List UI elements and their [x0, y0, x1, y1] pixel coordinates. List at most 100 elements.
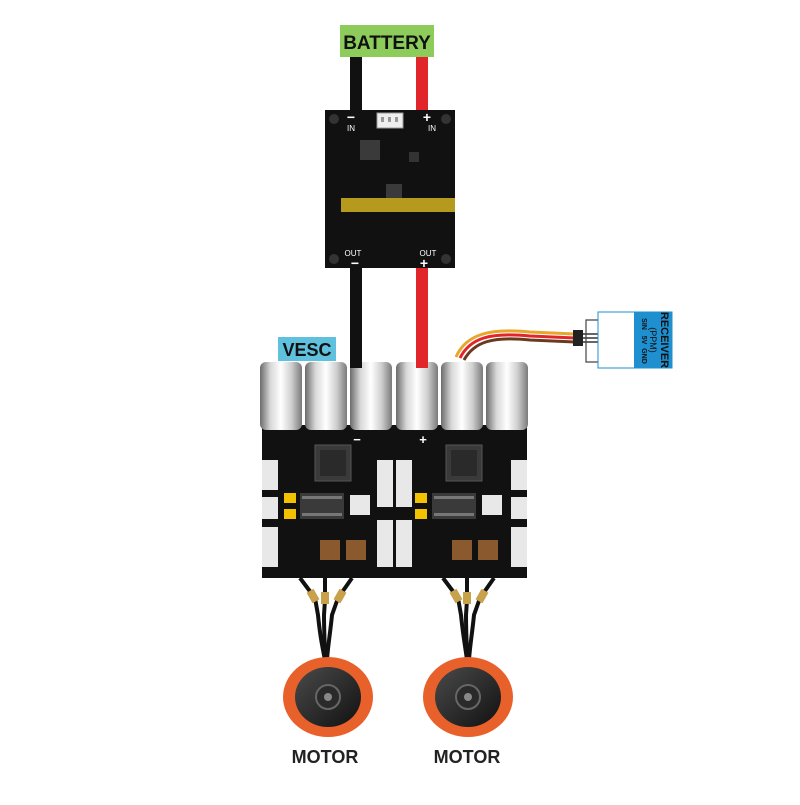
side-header — [377, 520, 393, 567]
capacitor — [396, 362, 438, 430]
led-indicator — [284, 509, 296, 519]
white-connector — [350, 495, 370, 515]
led-indicator — [415, 493, 427, 503]
side-header — [396, 520, 412, 567]
battery-positive-wire — [416, 57, 428, 112]
bullet-connector — [321, 592, 329, 604]
phase-wire — [463, 578, 469, 661]
capacitor — [260, 362, 302, 430]
chip-pins — [302, 513, 342, 516]
side-header — [396, 460, 412, 507]
bullet-connector — [463, 592, 471, 604]
bms-chip — [386, 184, 402, 198]
battery-negative-wire — [350, 57, 362, 112]
receiver: RECEIVER (PPM) SIN 5V GND — [454, 311, 673, 369]
chip-pins — [434, 496, 474, 499]
left-motor: MOTOR — [283, 657, 373, 767]
receiver-pin-5v: 5V — [640, 336, 647, 345]
vesc-right-half — [396, 444, 527, 567]
bms-chip — [360, 140, 380, 160]
bms-mount-hole — [329, 254, 339, 264]
side-header — [262, 460, 278, 490]
chip-pins — [302, 496, 342, 499]
receiver-signal-wire — [454, 329, 576, 358]
vesc-minus-sign: − — [353, 432, 361, 447]
side-header — [262, 527, 278, 567]
bms-out-plus-sign: + — [420, 255, 428, 271]
receiver-subtitle: (PPM) — [648, 327, 658, 353]
brown-capacitor — [346, 540, 366, 560]
capacitor — [441, 362, 483, 430]
motor-shaft-center — [464, 693, 472, 701]
vesc-text: VESC — [282, 340, 331, 360]
vesc-label: VESC — [278, 337, 336, 361]
bms-in-minus-label: IN — [347, 124, 355, 133]
white-connector — [482, 495, 502, 515]
connector-pin — [381, 117, 384, 122]
right-motor: MOTOR — [423, 657, 513, 767]
phase-wire — [467, 576, 496, 661]
phase-wire — [321, 578, 327, 661]
led-indicator — [415, 509, 427, 519]
bms-out-minus-sign: − — [351, 255, 359, 271]
bms-mount-hole — [329, 114, 339, 124]
brown-capacitor — [452, 540, 472, 560]
vesc-positive-terminal — [416, 360, 428, 368]
bullet-connector — [449, 588, 463, 604]
bms-out-plus-label: OUT — [420, 249, 437, 258]
capacitor — [486, 362, 528, 430]
bms-in-plus-label: IN — [428, 124, 436, 133]
bullet-connector — [333, 588, 347, 604]
bms-in-plus-sign: + — [423, 109, 431, 125]
receiver-bracket — [585, 319, 600, 363]
motor-right-label: MOTOR — [434, 747, 501, 767]
side-header — [377, 460, 393, 507]
bms-mount-hole — [441, 114, 451, 124]
capacitor — [305, 362, 347, 430]
white-connector — [262, 497, 278, 519]
bms-chip-small — [409, 152, 419, 162]
capacitor — [350, 362, 392, 430]
receiver-tag — [634, 312, 672, 368]
connector-pin — [395, 117, 398, 122]
connector-pin — [388, 117, 391, 122]
mcu-chip-core — [451, 450, 477, 476]
vesc-positive-wire — [416, 268, 428, 363]
receiver-title: RECEIVER — [658, 312, 670, 368]
bms-out-minus-label: OUT — [345, 249, 362, 258]
vesc-negative-wire — [350, 268, 362, 363]
bms-gold-strip — [341, 198, 455, 212]
led-indicator — [284, 493, 296, 503]
vesc-board: − + — [260, 360, 528, 578]
vesc-negative-terminal — [350, 360, 362, 368]
brown-capacitor — [478, 540, 498, 560]
vesc-capacitors — [260, 362, 528, 430]
side-header — [511, 527, 527, 567]
battery-text: BATTERY — [343, 33, 431, 54]
bms-board: − IN + IN OUT − OUT + — [325, 109, 455, 271]
motor-left-label: MOTOR — [292, 747, 359, 767]
phase-wire — [325, 576, 354, 661]
vesc-plus-sign: + — [419, 432, 427, 447]
vesc-left-half — [262, 444, 393, 567]
bullet-connector — [475, 588, 489, 604]
right-motor-wires — [441, 576, 496, 661]
receiver-plug — [573, 330, 583, 346]
white-connector — [511, 497, 527, 519]
left-motor-wires — [298, 576, 354, 661]
bms-in-minus-sign: − — [347, 109, 355, 125]
battery-tag-box — [340, 25, 434, 57]
mcu-chip-core — [320, 450, 346, 476]
chip-pins — [434, 513, 474, 516]
bullet-connector — [306, 588, 320, 604]
side-header — [511, 460, 527, 490]
receiver-5v-wire — [458, 333, 576, 359]
receiver-pin-sin: SIN — [640, 318, 647, 330]
battery-label: BATTERY — [340, 25, 434, 57]
brown-capacitor — [320, 540, 340, 560]
bms-mount-hole — [441, 254, 451, 264]
motor-shaft-center — [324, 693, 332, 701]
receiver-ground-wire — [462, 337, 576, 361]
